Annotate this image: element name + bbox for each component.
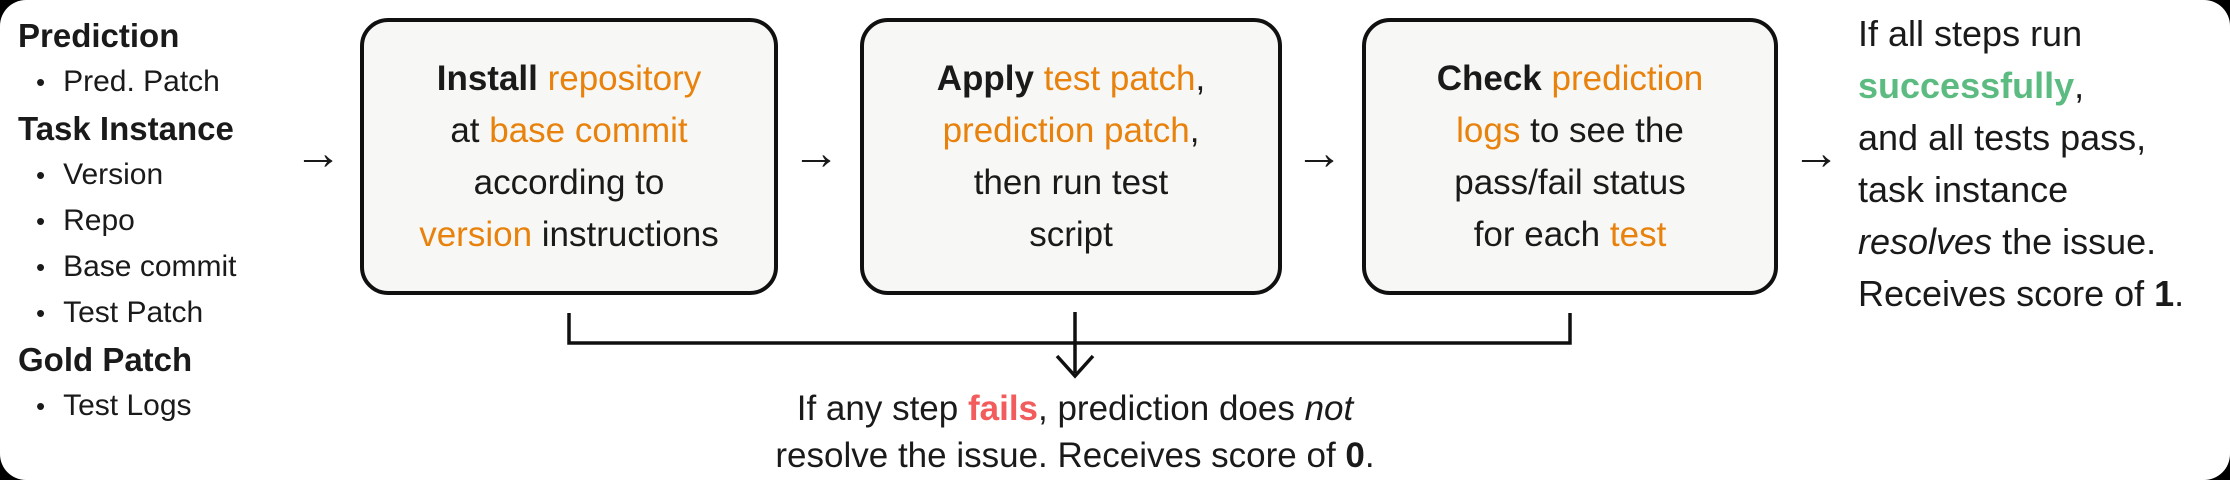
text-line: Check prediction	[1436, 58, 1704, 98]
list-item-repo: • Repo	[18, 198, 237, 244]
text-line: script	[1029, 214, 1113, 254]
text-line: at base commit	[450, 110, 688, 150]
flow-arrow-icon: →	[1792, 127, 1840, 180]
list-item-label: Pred. Patch	[63, 65, 220, 98]
step-box-install-repository: Install repository at base commit accordin…	[360, 18, 778, 295]
text-line: according to	[473, 162, 665, 202]
list-item-test-patch: • Test Patch	[18, 290, 237, 336]
text-line: successfully,	[1858, 65, 2085, 106]
text-line: logs to see the	[1456, 110, 1684, 150]
text-line: prediction patch,	[942, 110, 1200, 150]
bullet-icon: •	[36, 67, 46, 97]
fail-branch-connector	[567, 312, 1572, 379]
success-outcome-text: If all steps run successfully, and all tes…	[1858, 8, 2184, 320]
list-item-label: Test Patch	[63, 296, 204, 329]
list-item-base-commit: • Base commit	[18, 244, 237, 290]
section-title-gold-patch: Gold Patch	[18, 341, 193, 378]
text-line: If all steps run	[1858, 13, 2083, 54]
step-box-apply-patches: Apply test patch, prediction patch, then r…	[860, 18, 1282, 295]
text-line: Install repository	[436, 58, 702, 98]
flow-arrow-icon: →	[792, 127, 840, 180]
bullet-icon: •	[36, 391, 46, 421]
text-line: Receives score of 1.	[1858, 273, 2185, 314]
bullet-icon: •	[36, 298, 46, 328]
list-item-version: • Version	[18, 152, 237, 198]
text-line: pass/fail status	[1454, 162, 1686, 202]
bullet-icon: •	[36, 160, 46, 190]
list-item-label: Version	[63, 158, 164, 191]
text-line: resolve the issue. Receives score of 0.	[775, 436, 1375, 475]
text-line: version instructions	[419, 214, 719, 254]
section-title-prediction: Prediction	[18, 17, 180, 54]
down-arrow-head-icon	[1055, 354, 1095, 379]
section-title-task-instance: Task Instance	[18, 110, 234, 147]
text-line: Apply test patch,	[936, 58, 1206, 98]
text-line: then run test	[973, 162, 1169, 202]
bracket-line	[567, 313, 1572, 345]
list-item-label: Base commit	[63, 250, 237, 283]
text-line: If any step fails, prediction does not	[796, 389, 1354, 428]
text-line: task instance	[1858, 169, 2069, 210]
bullet-icon: •	[36, 252, 46, 282]
flow-arrow-icon: →	[1295, 127, 1343, 180]
text-line: and all tests pass,	[1858, 117, 2147, 158]
step-box-check-logs: Check prediction logs to see the pass/fail…	[1362, 18, 1778, 295]
text-line: resolves the issue.	[1858, 221, 2157, 262]
list-item-label: Test Logs	[63, 389, 192, 422]
failure-outcome-text: If any step fails, prediction does not re…	[775, 385, 1374, 479]
bullet-icon: •	[36, 206, 46, 236]
text-line: for each test	[1473, 214, 1667, 254]
list-item-label: Repo	[63, 204, 135, 237]
flow-arrow-icon: →	[294, 127, 342, 180]
list-item-pred-patch: • Pred. Patch	[18, 59, 237, 105]
list-item-test-logs: • Test Logs	[18, 383, 237, 429]
